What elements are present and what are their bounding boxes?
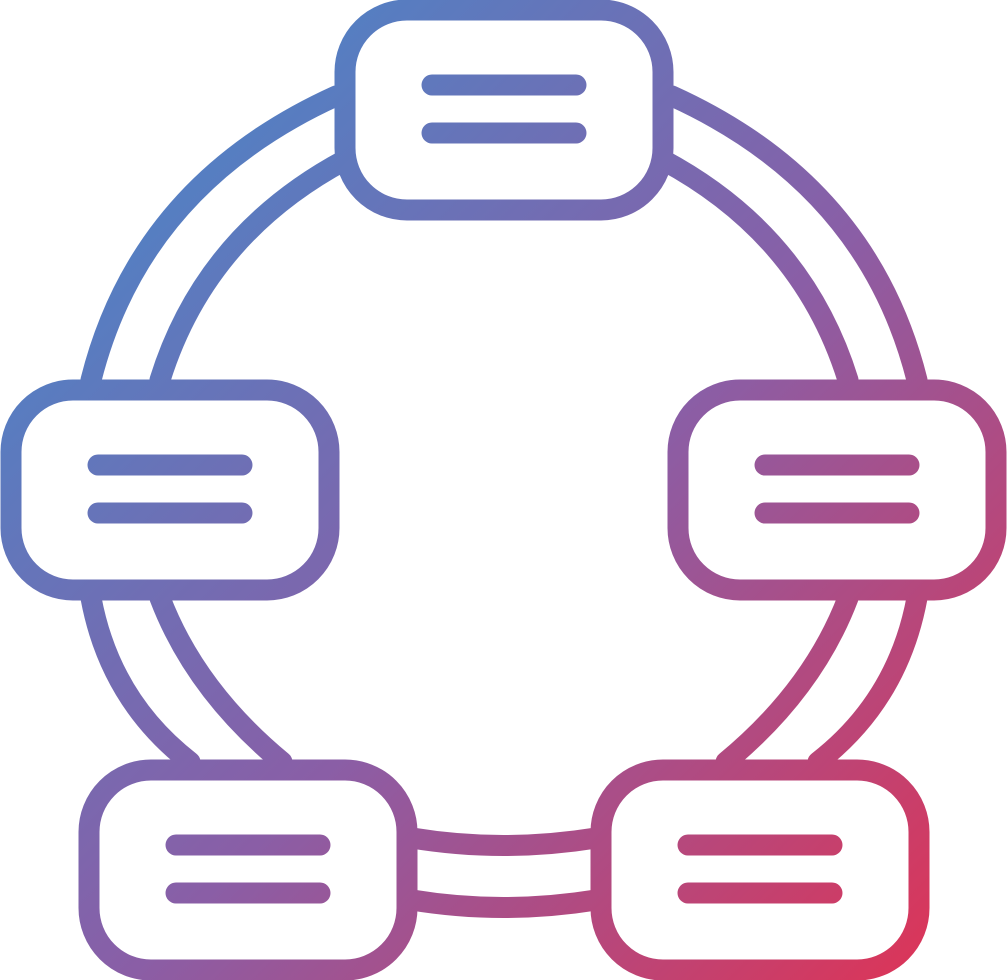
- node-right: [667, 379, 1007, 601]
- ring-inner-left-bottom: [149, 587, 293, 773]
- ring-inner-bottom: [401, 827, 607, 856]
- ring-outer-left-bottom: [80, 587, 201, 773]
- ring-outer: [80, 85, 928, 918]
- node-top-box: [334, 0, 674, 221]
- ring-outer-right-bottom: [807, 587, 928, 773]
- node-bottom-left: [78, 759, 418, 980]
- ring-outer-bottom: [401, 889, 607, 918]
- node-left-box: [0, 379, 340, 601]
- node-bottom-left-box: [78, 759, 418, 980]
- ring-inner-top-left: [149, 149, 356, 391]
- node-bottom-right-box: [590, 759, 930, 980]
- node-right-box: [667, 379, 1007, 601]
- ring-inner-right-bottom: [715, 587, 859, 773]
- ring-inner: [149, 149, 859, 856]
- ring-outer-top-right: [661, 85, 928, 391]
- node-top: [334, 0, 674, 221]
- node-bottom-right: [590, 759, 930, 980]
- ring-inner-top-right: [652, 149, 859, 391]
- ring-outer-top-left: [80, 85, 347, 391]
- node-left: [0, 379, 340, 601]
